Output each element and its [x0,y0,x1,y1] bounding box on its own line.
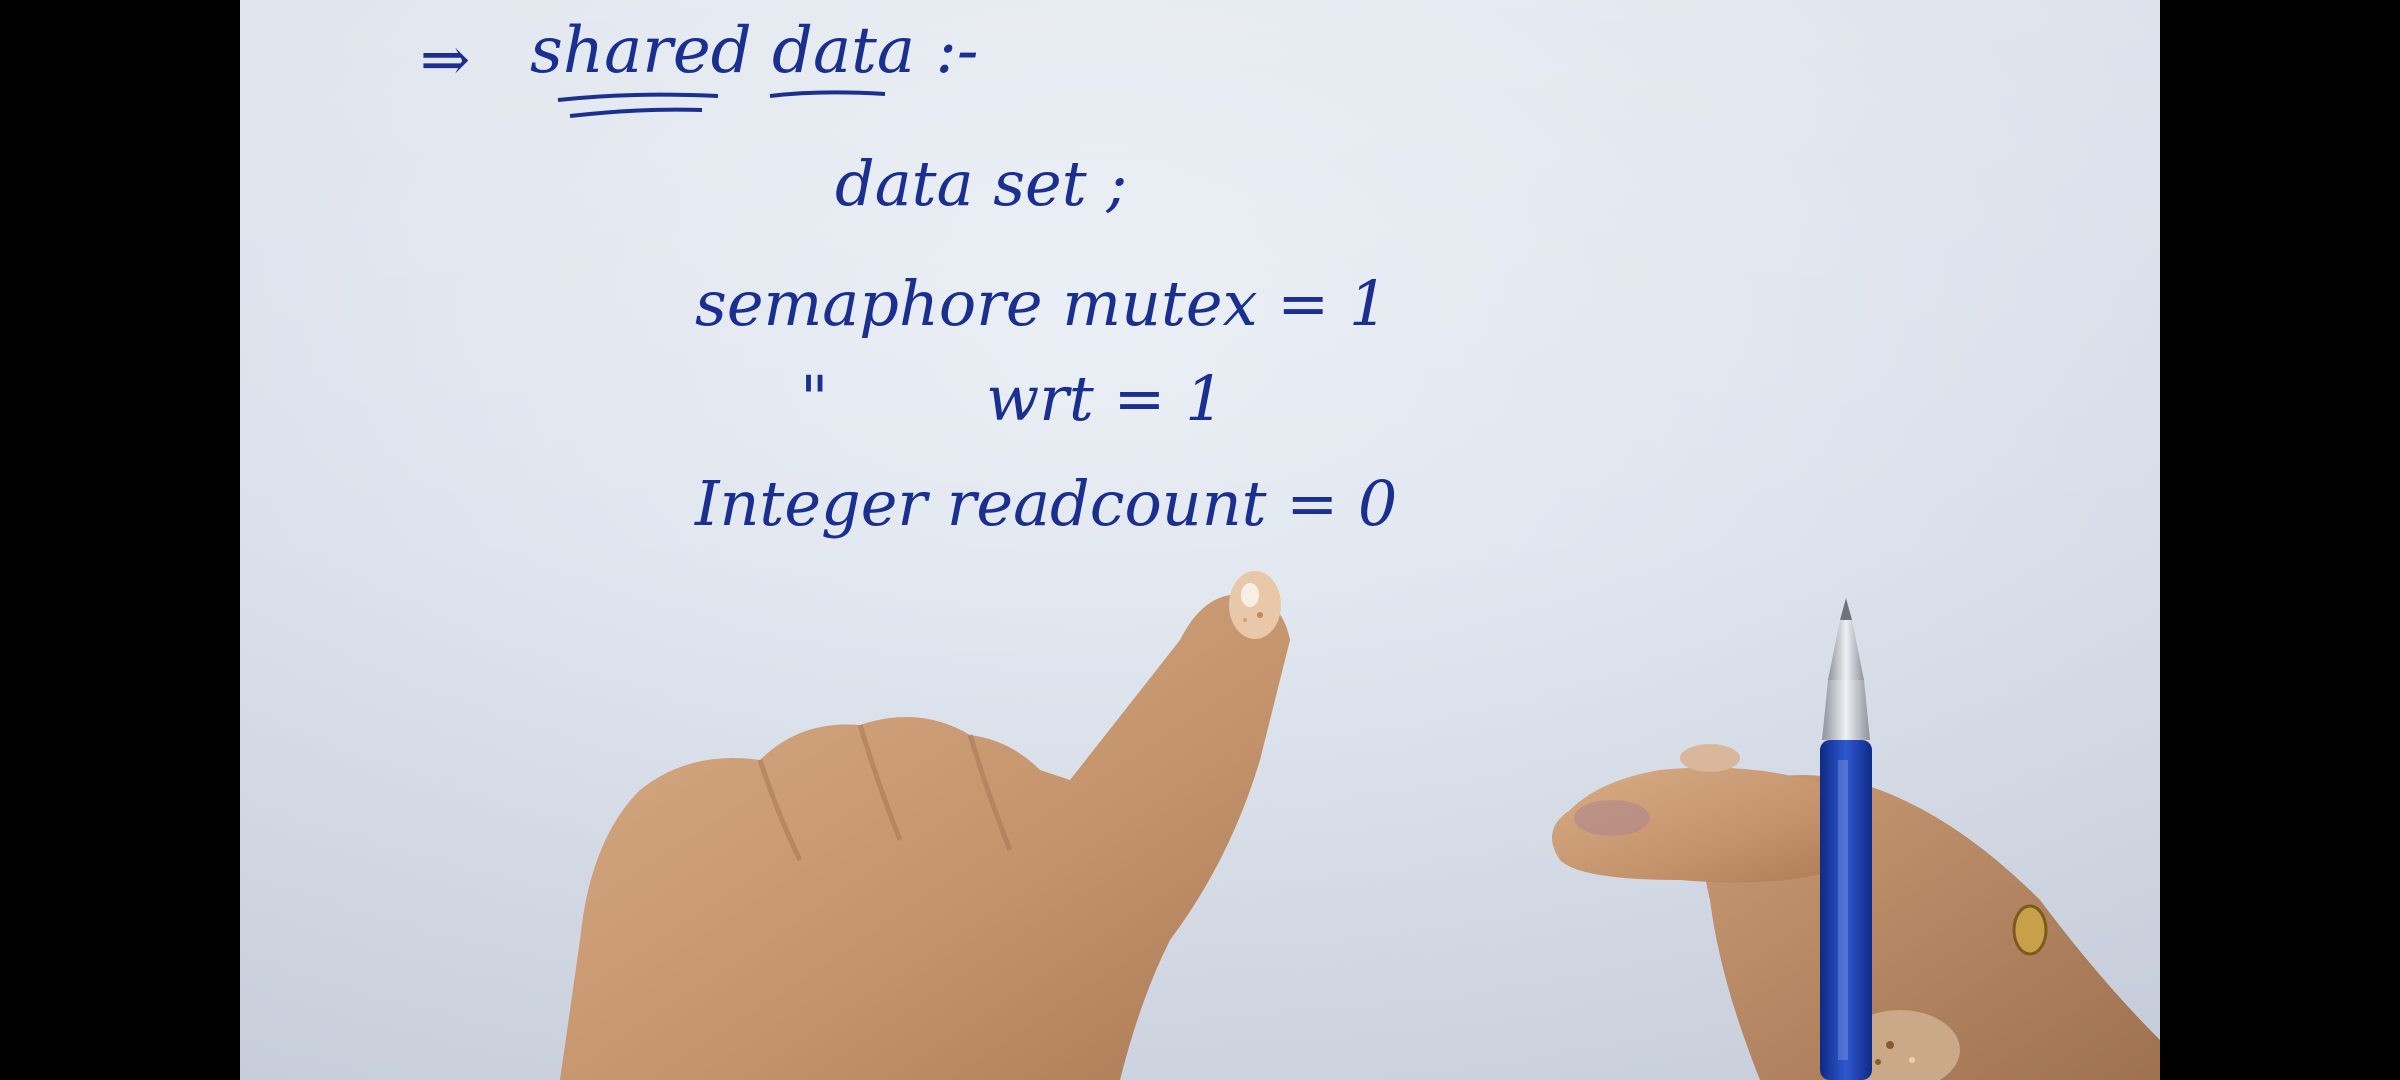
heading-underline-2 [569,107,703,118]
heading-label: shared data :- [530,14,979,88]
heading-underline-3 [769,90,886,98]
code-line-mutex: semaphore mutex = 1 [695,267,1388,340]
code-line-data-set: data set ; [835,147,1127,220]
handwritten-notes: ⇒ shared data :- data set ; semaphore mu… [420,14,1397,540]
ballpoint-pen-icon [1820,598,1872,1080]
pen-hand-icon [1552,744,2160,1080]
hands-and-pen [560,571,2160,1080]
heading-arrow: ⇒ [420,25,470,95]
heading-underline-1 [557,92,719,102]
code-line-wrt: " wrt = 1 [800,362,1225,435]
video-frame[interactable]: ⇒ shared data :- data set ; semaphore mu… [240,0,2160,1080]
code-line-readcount: Integer readcount = 0 [694,467,1397,540]
pointing-hand-icon [560,571,1290,1080]
